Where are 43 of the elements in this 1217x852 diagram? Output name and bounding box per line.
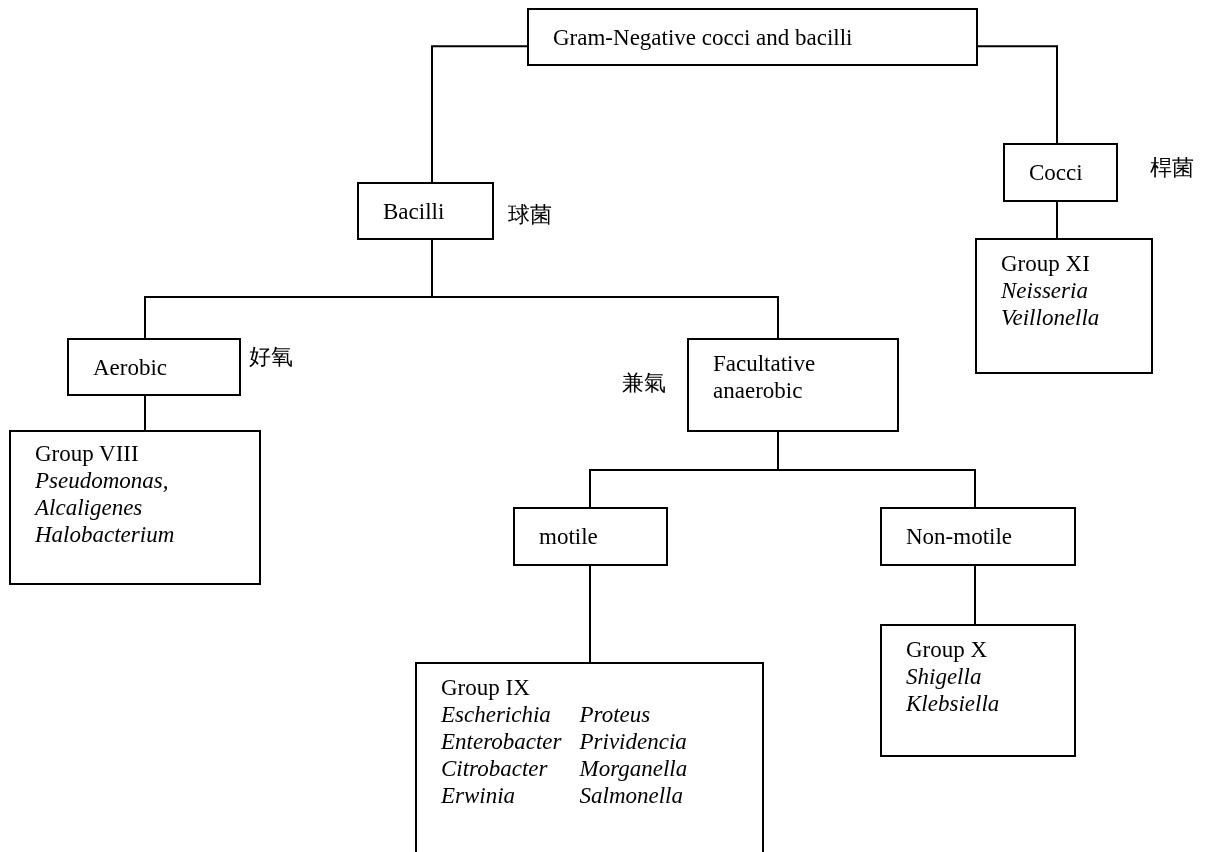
genus-name: Prividencia bbox=[579, 728, 688, 755]
group-box bbox=[975, 238, 1153, 374]
group-heading: Group IX bbox=[441, 674, 531, 701]
category-box bbox=[357, 182, 494, 240]
genus-name: Salmonella bbox=[579, 782, 684, 809]
category-label: Cocci bbox=[1029, 159, 1084, 186]
group-box bbox=[880, 624, 1076, 757]
category-label: Gram-Negative cocci and bacilli bbox=[553, 24, 854, 51]
group-box bbox=[9, 430, 261, 585]
genus-name: Escherichia bbox=[441, 701, 552, 728]
connector-line bbox=[1056, 201, 1058, 239]
category-box bbox=[880, 507, 1076, 566]
category-box bbox=[513, 507, 668, 566]
category-box bbox=[527, 8, 978, 66]
category-box bbox=[1003, 143, 1118, 202]
genus-list: Shigella Klebsiella bbox=[906, 663, 1042, 717]
category-label: Non-motile bbox=[906, 523, 1014, 550]
category-box bbox=[687, 338, 899, 432]
connector-line bbox=[974, 565, 976, 625]
chinese-annotation: 兼氣 bbox=[622, 369, 666, 397]
genus-name: Proteus bbox=[579, 701, 652, 728]
genus-name: Morganella bbox=[579, 755, 688, 782]
group-heading: Group XI bbox=[1001, 250, 1091, 277]
connector-line bbox=[977, 45, 1058, 144]
genus-list: Neisseria Veillonella bbox=[1001, 277, 1119, 331]
genus-name: Erwinia bbox=[441, 782, 517, 809]
category-box bbox=[67, 338, 241, 396]
genus-list: Pseudomonas, Alcaligenes Halobacterium bbox=[35, 467, 227, 548]
connector-line bbox=[144, 395, 146, 431]
group-box bbox=[415, 662, 764, 852]
genus-name: Enterobacter bbox=[441, 728, 562, 755]
group-heading: Group VIII bbox=[35, 440, 140, 467]
chinese-annotation: 球菌 bbox=[508, 201, 552, 229]
connector-line bbox=[431, 45, 528, 183]
chinese-annotation: 桿菌 bbox=[1150, 154, 1194, 182]
genus-name: Citrobacter bbox=[441, 755, 549, 782]
chinese-annotation: 好氧 bbox=[249, 343, 293, 371]
category-label: Bacilli bbox=[383, 198, 446, 225]
group-heading: Group X bbox=[906, 636, 989, 663]
category-label: Facultative anaerobic bbox=[713, 350, 817, 404]
category-label: Aerobic bbox=[93, 354, 169, 381]
connector-line bbox=[589, 565, 591, 663]
category-label: motile bbox=[539, 523, 599, 550]
